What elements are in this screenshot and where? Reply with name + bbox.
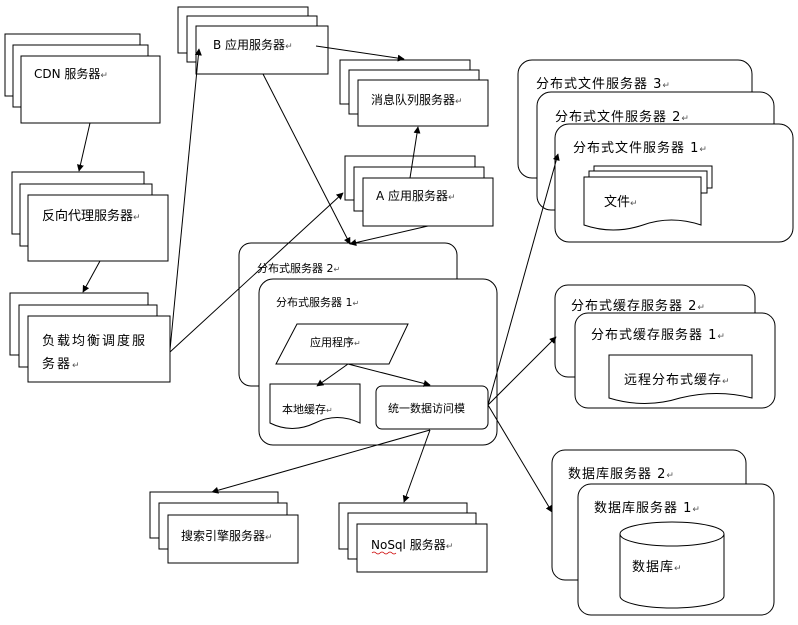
arrow-to-cache-servers	[487, 336, 557, 406]
app-a-stack: A 应用服务器↵	[344, 155, 494, 227]
file-label: 文件↵	[604, 195, 638, 210]
arrow-cdn-to-proxy	[76, 122, 91, 172]
dist-file-server-2-label: 分布式文件服务器 2↵	[555, 109, 690, 125]
paragraph-mark-icon: ↵	[353, 299, 360, 308]
paragraph-mark-icon: ↵	[699, 145, 708, 155]
nosql-stack: NoSql 服务器↵	[338, 502, 488, 573]
arrow-app-a-to-dist	[349, 225, 429, 246]
cdn-server-label: CDN 服务器↵	[34, 66, 108, 81]
arrow-to-search-engine	[211, 429, 431, 494]
unified-data-access-node: 统一数据访问模	[375, 385, 489, 430]
paragraph-mark-icon: ↵	[455, 97, 463, 107]
dist-file-server-1-label: 分布式文件服务器 1↵	[573, 140, 708, 156]
arrow-loadbalancer-to-app-a	[169, 192, 344, 353]
paragraph-mark-icon: ↵	[662, 81, 671, 91]
paragraph-mark-icon: ↵	[326, 406, 333, 415]
database-cylinder: 数据库↵	[619, 521, 725, 609]
search-engine-label: 搜索引擎服务器↵	[181, 528, 273, 543]
dist-cache-server-2-label: 分布式缓存服务器 2↵	[571, 298, 706, 314]
database-label: 数据库↵	[632, 559, 683, 575]
application-label: 应用程序↵	[310, 335, 361, 349]
arrow-to-file-servers	[487, 153, 560, 406]
dist-file-server-3-label: 分布式文件服务器 3↵	[536, 76, 671, 92]
file-node: 文件↵	[583, 165, 713, 231]
paragraph-mark-icon: ↵	[692, 505, 701, 515]
db-server-1-label: 数据库服务器 1↵	[594, 500, 701, 516]
paragraph-mark-icon: ↵	[285, 42, 293, 52]
message-queue-stack: 消息队列服务器↵	[339, 59, 489, 127]
paragraph-mark-icon: ↵	[722, 377, 731, 387]
paragraph-mark-icon: ↵	[697, 303, 706, 313]
paragraph-mark-icon: ↵	[133, 213, 141, 223]
arrow-app-b-to-dist	[262, 73, 351, 245]
dist-server-2-label: 分布式服务器 2↵	[257, 262, 340, 275]
unified-data-access-label: 统一数据访问模	[388, 401, 465, 415]
dist-cache-server-1-label: 分布式缓存服务器 1↵	[591, 327, 726, 343]
load-balancer-stack: 负载均衡调度服 务器↵	[9, 292, 171, 383]
paragraph-mark-icon: ↵	[265, 533, 273, 543]
local-cache-label: 本地缓存↵	[282, 402, 333, 416]
paragraph-mark-icon: ↵	[630, 199, 638, 209]
paragraph-mark-icon: ↵	[100, 71, 108, 81]
arrow-loadbalancer-to-app-b	[169, 48, 202, 351]
remote-cache-node: 远程分布式缓存↵	[608, 354, 753, 404]
arrow-proxy-to-loadbalancer	[82, 260, 101, 293]
arrow-app-to-local-cache	[316, 363, 349, 387]
app-b-label: B 应用服务器↵	[213, 37, 293, 52]
arrow-to-nosql	[402, 429, 431, 503]
arrow-app-to-data-access	[347, 363, 431, 387]
load-balancer-label-2: 务器↵	[42, 356, 82, 372]
load-balancer-label-1: 负载均衡调度服	[42, 333, 147, 349]
application-node: 应用程序↵	[275, 323, 409, 365]
cdn-server-stack: CDN 服务器↵	[4, 33, 161, 124]
spellcheck-underline	[371, 551, 397, 555]
dist-server-1-label: 分布式服务器 1↵	[276, 296, 359, 309]
paragraph-mark-icon: ↵	[674, 564, 683, 574]
reverse-proxy-label: 反向代理服务器↵	[42, 208, 141, 224]
paragraph-mark-icon: ↵	[666, 471, 675, 481]
local-cache-node: 本地缓存↵	[269, 383, 361, 429]
db-server-2-label: 数据库服务器 2↵	[568, 466, 675, 482]
app-a-label: A 应用服务器↵	[376, 188, 456, 203]
arrow-app-a-to-mq	[409, 126, 421, 179]
nosql-label: NoSql 服务器↵	[371, 537, 453, 552]
paragraph-mark-icon: ↵	[448, 193, 456, 203]
search-engine-stack: 搜索引擎服务器↵	[149, 491, 299, 564]
arrow-app-b-to-mq	[315, 45, 405, 62]
paragraph-mark-icon: ↵	[681, 114, 690, 124]
arrow-to-db-servers	[487, 404, 553, 513]
reverse-proxy-stack: 反向代理服务器↵	[11, 171, 169, 262]
paragraph-mark-icon: ↵	[72, 361, 82, 371]
message-queue-label: 消息队列服务器↵	[371, 92, 463, 107]
connectors	[76, 45, 560, 513]
paragraph-mark-icon: ↵	[334, 265, 341, 274]
paragraph-mark-icon: ↵	[354, 339, 361, 348]
paragraph-mark-icon: ↵	[717, 332, 726, 342]
paragraph-mark-icon: ↵	[446, 542, 454, 552]
remote-cache-label: 远程分布式缓存↵	[624, 373, 731, 388]
app-b-stack: B 应用服务器↵	[177, 6, 329, 75]
